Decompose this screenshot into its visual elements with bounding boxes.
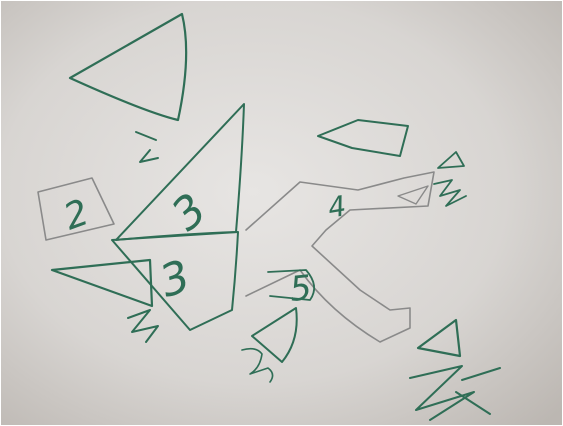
label-lower-middle: 5 [288, 268, 314, 310]
